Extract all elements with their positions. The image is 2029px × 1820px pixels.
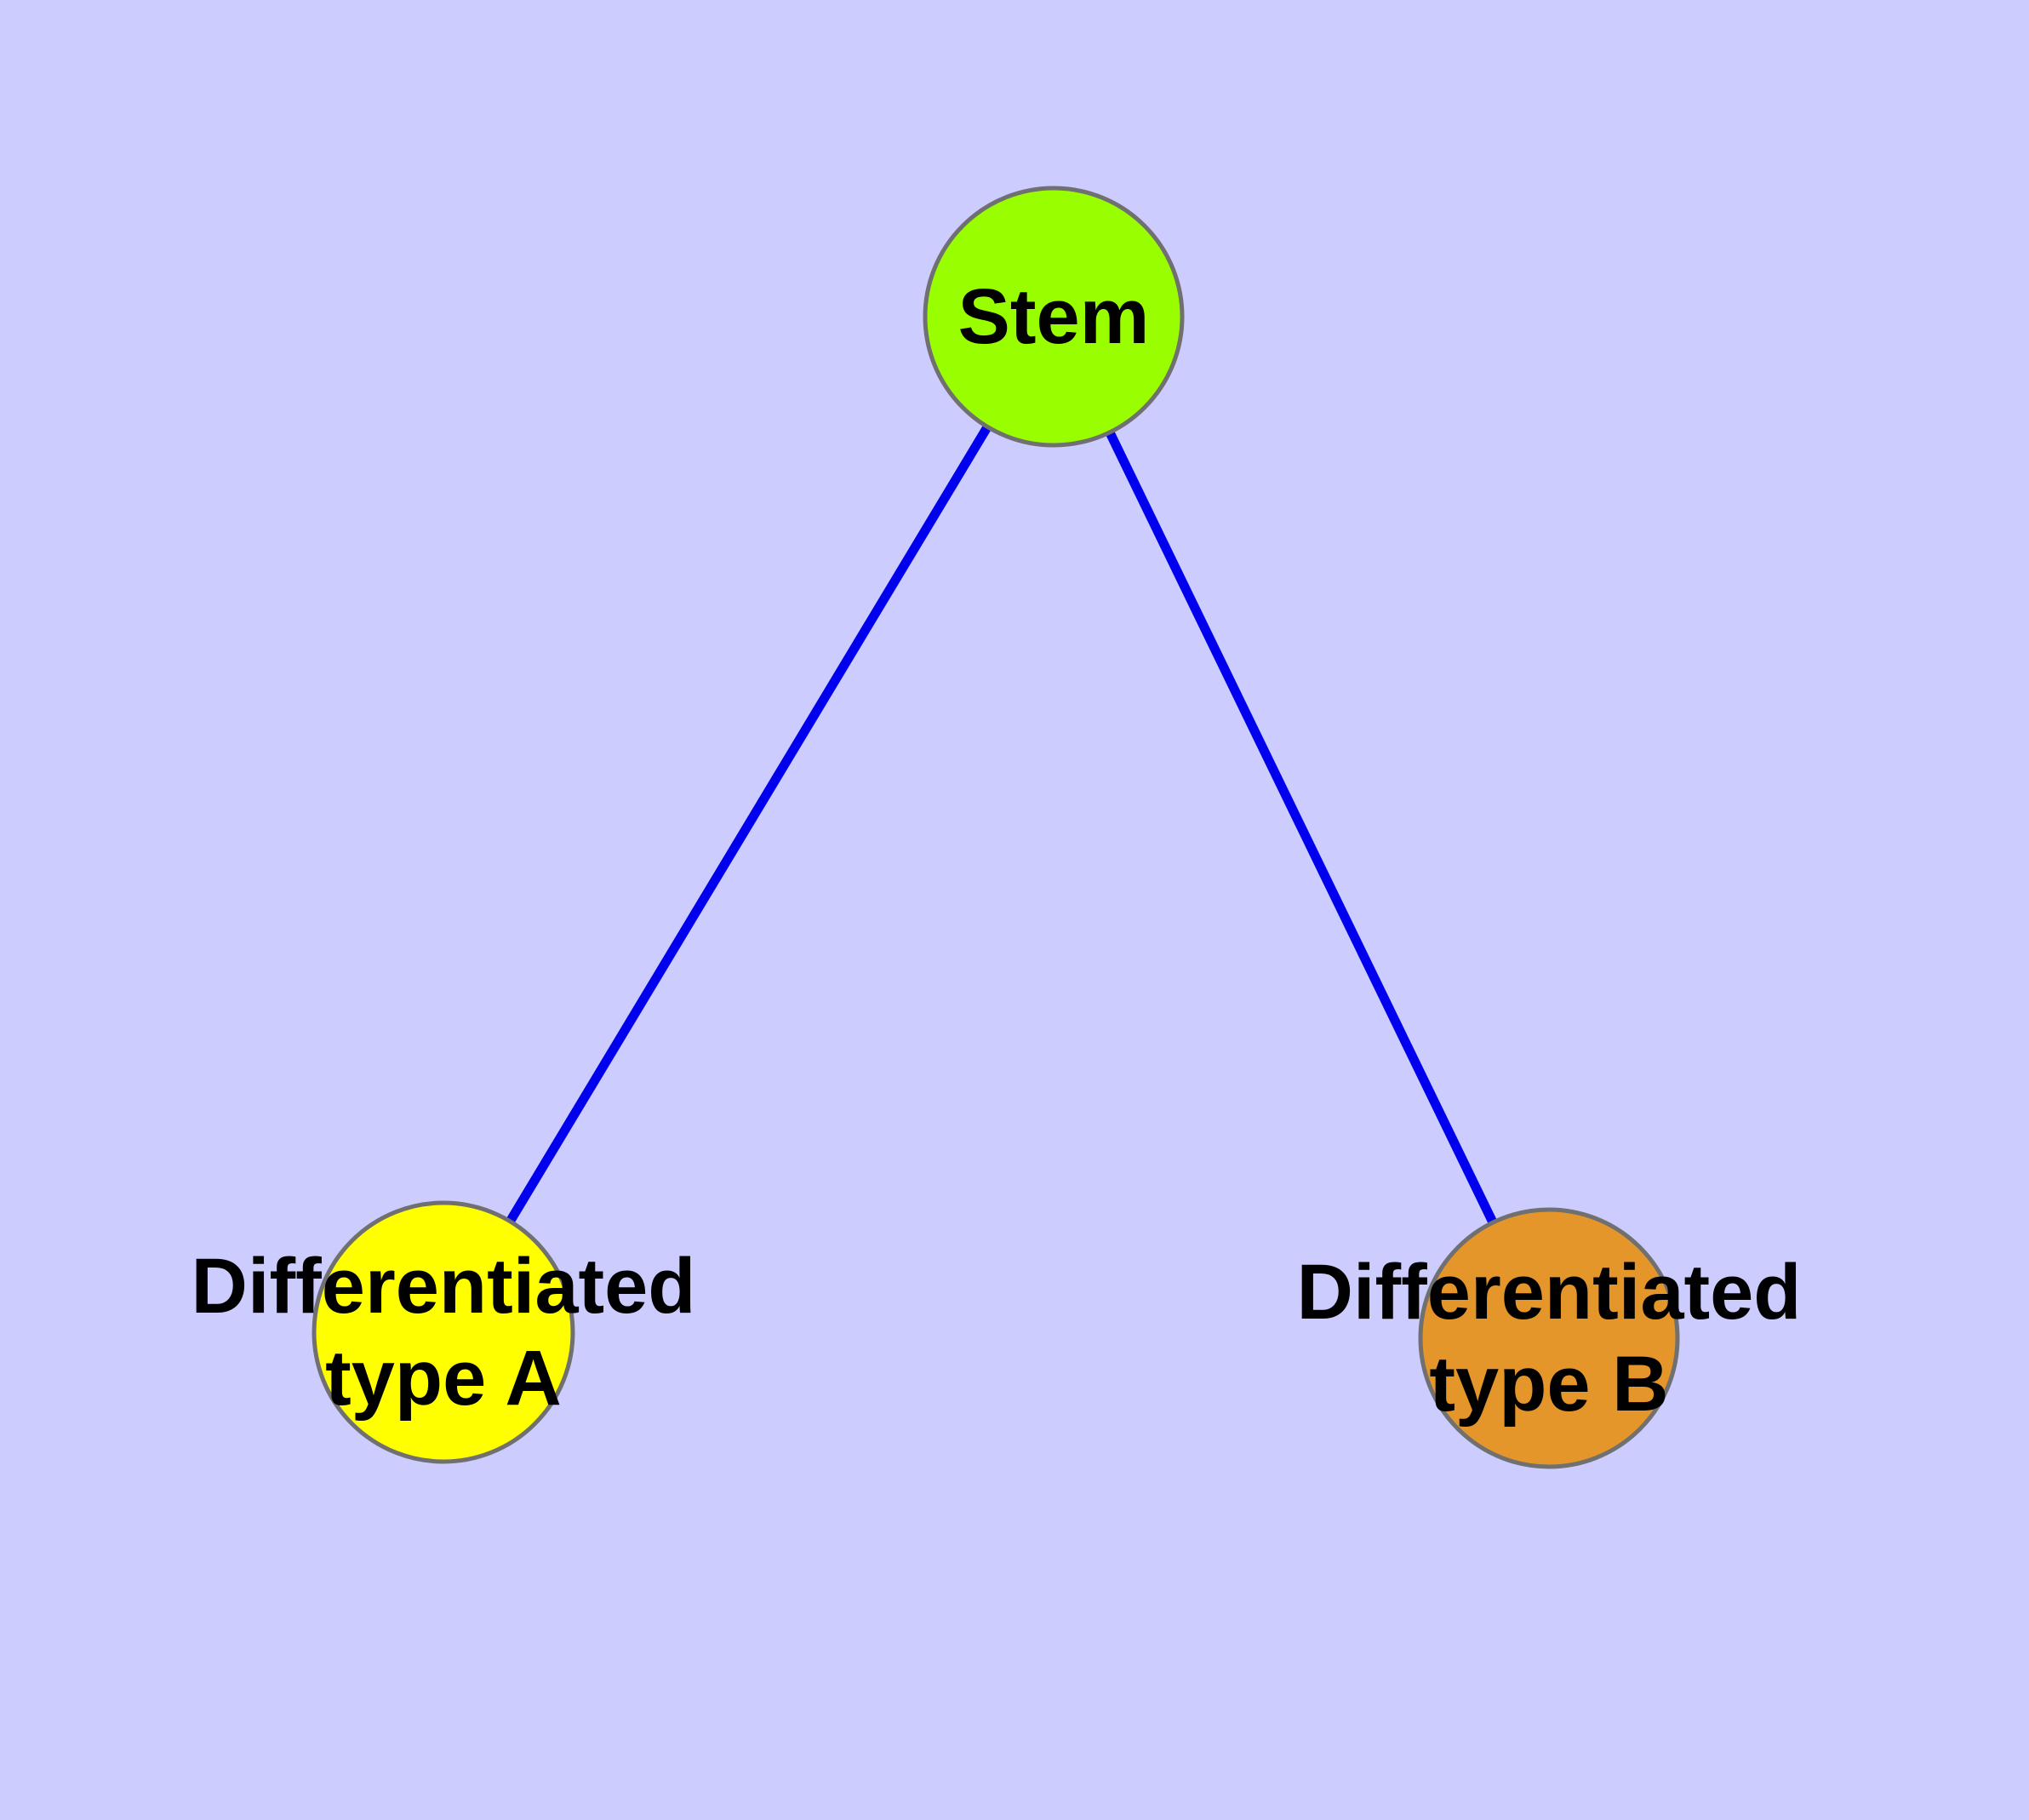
node-type-a-label: Differentiated type A [191, 1243, 696, 1422]
node-stem-label: Stem [957, 273, 1150, 360]
node-type-b-circle [1418, 1207, 1680, 1469]
edge-stem-to-type-b [1049, 314, 1553, 1341]
edge-stem-to-type-a [439, 314, 1058, 1335]
node-stem-circle [923, 186, 1185, 448]
node-type-b-label: Differentiated type B [1296, 1249, 1802, 1428]
node-type-a-circle [311, 1200, 575, 1464]
